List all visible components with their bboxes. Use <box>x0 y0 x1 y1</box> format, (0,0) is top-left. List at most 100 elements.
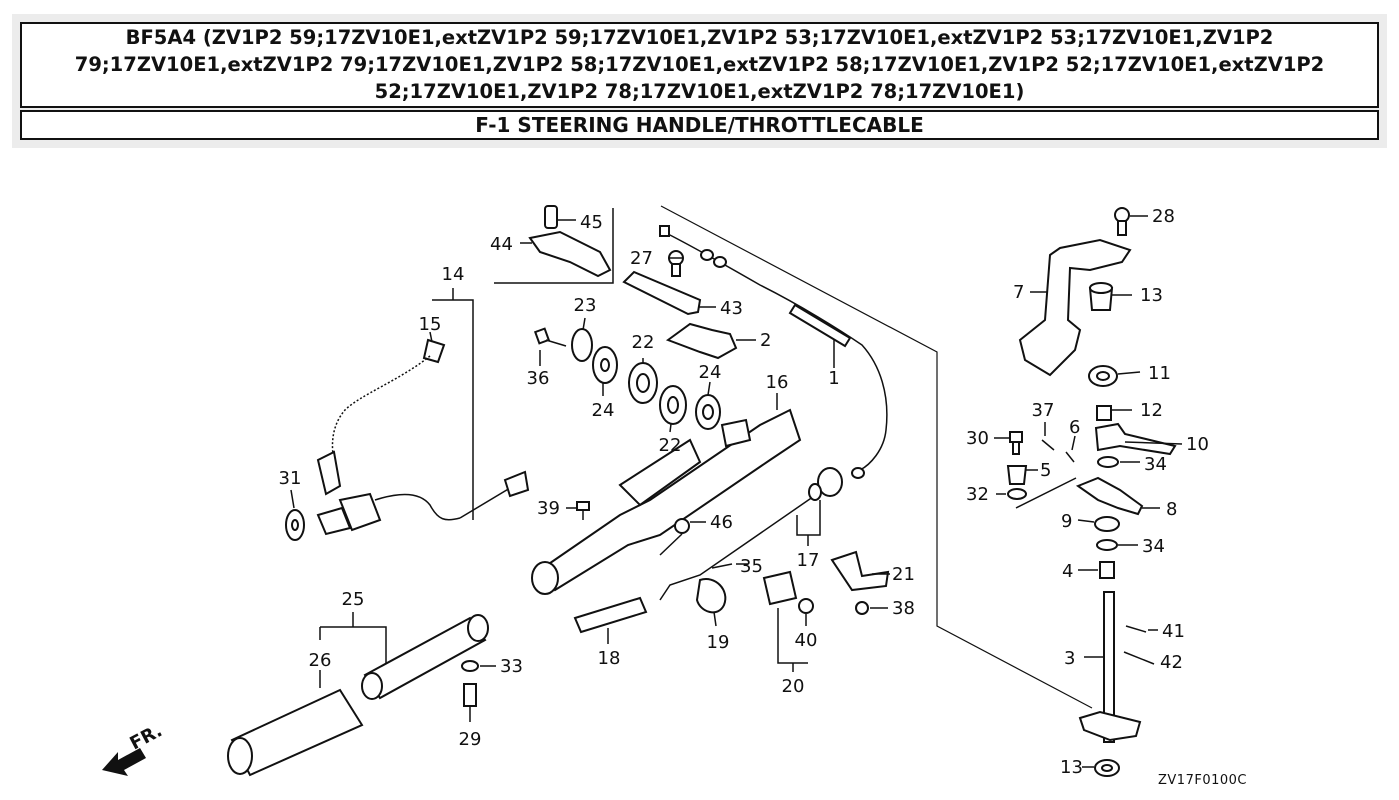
diagram-code: ZV17F0100C <box>1158 773 1247 788</box>
label-part-11: 11 <box>1148 363 1171 384</box>
bracket-14 <box>432 299 474 520</box>
label-part-30: 30 <box>966 428 989 449</box>
label-part-21: 21 <box>892 564 915 585</box>
part-37-screw <box>1041 422 1055 451</box>
section-title: F-1 STEERING HANDLE/THROTTLECABLE <box>20 110 1379 140</box>
label-part-25: 25 <box>342 589 365 610</box>
part-40-nut <box>798 598 814 626</box>
label-part-39: 39 <box>537 498 560 519</box>
part-34-washer-a <box>1097 456 1140 468</box>
label-part-12: 12 <box>1140 400 1163 421</box>
part-31-nut <box>285 489 305 541</box>
part-33-washer <box>461 660 496 672</box>
label-part-34-upper: 34 <box>1144 454 1167 475</box>
label-part-32: 32 <box>966 484 989 505</box>
label-part-20: 20 <box>782 676 805 697</box>
label-part-35: 35 <box>740 556 763 577</box>
label-part-7: 7 <box>1013 282 1024 303</box>
part-14-switch <box>316 470 530 536</box>
part-1-throttle-cable <box>659 225 888 479</box>
label-part-24-upper: 24 <box>699 362 722 383</box>
part-29-bolt <box>463 683 477 722</box>
label-part-43: 43 <box>720 298 743 319</box>
label-part-42: 42 <box>1160 652 1183 673</box>
label-part-9: 9 <box>1061 511 1072 532</box>
label-part-22-lower: 22 <box>659 435 682 456</box>
label-part-15: 15 <box>419 314 442 335</box>
label-part-2: 2 <box>760 330 771 351</box>
label-part-46: 46 <box>710 512 733 533</box>
part-6-spring <box>1065 435 1076 463</box>
part-46-nut <box>659 518 706 556</box>
part-32-washer <box>996 488 1027 500</box>
label-part-13-lower: 13 <box>1060 757 1083 778</box>
part-18-plate <box>573 596 648 644</box>
part-30-bolt <box>994 431 1023 455</box>
part-10-lever <box>1094 422 1183 456</box>
label-part-31: 31 <box>279 468 302 489</box>
part-26-grip <box>227 670 364 777</box>
label-part-45: 45 <box>580 212 603 233</box>
label-part-17: 17 <box>797 550 820 571</box>
label-part-37: 37 <box>1032 400 1055 421</box>
label-part-16: 16 <box>766 372 789 393</box>
part-41-pin <box>1125 625 1158 633</box>
part-4-spring <box>1078 561 1115 579</box>
label-part-1: 1 <box>828 368 839 389</box>
part-45-clip <box>544 205 576 229</box>
label-part-36: 36 <box>527 368 550 389</box>
part-24-washer-b <box>695 381 721 430</box>
part-23-plate <box>571 317 593 362</box>
part-22-gear-b <box>659 385 687 433</box>
model-title: BF5A4 (ZV1P2 59;17ZV10E1,extZV1P2 59;17Z… <box>20 22 1379 108</box>
bracket-25 <box>320 626 387 680</box>
header-panel: BF5A4 (ZV1P2 59;17ZV10E1,extZV1P2 59;17Z… <box>12 14 1387 148</box>
part-20-friction <box>762 570 808 672</box>
label-part-23: 23 <box>574 295 597 316</box>
part-38-bolt <box>855 601 888 615</box>
front-direction-label: FR. <box>126 720 165 754</box>
label-part-22-upper: 22 <box>632 332 655 353</box>
part-43-plate <box>622 270 716 316</box>
part-28-bolt <box>1114 207 1148 236</box>
part-13-collar-b <box>1082 759 1120 777</box>
part-12-collar <box>1096 405 1132 421</box>
part-36-screw <box>533 327 567 366</box>
front-direction-arrow <box>102 748 146 776</box>
leader-30-8 <box>1015 477 1077 509</box>
label-part-13-upper: 13 <box>1140 285 1163 306</box>
label-part-14: 14 <box>442 264 465 285</box>
label-part-4: 4 <box>1062 561 1073 582</box>
part-42-pin <box>1123 651 1155 665</box>
part-16-steering-handle <box>531 393 802 595</box>
part-7-bracket <box>1018 238 1132 377</box>
part-22-gear-a <box>628 358 658 404</box>
part-21-bracket <box>830 550 890 592</box>
label-part-27: 27 <box>630 248 653 269</box>
part-8-arm <box>1075 476 1160 516</box>
part-39-screw <box>566 501 590 520</box>
part-19-knob <box>695 578 727 627</box>
label-part-8: 8 <box>1166 499 1177 520</box>
part-35-pin <box>711 563 748 569</box>
inset-frame <box>494 208 614 284</box>
part-9-spring <box>1077 516 1120 532</box>
label-part-29: 29 <box>459 729 482 750</box>
part-13-collar-a <box>1088 282 1132 311</box>
part-44-bracket <box>520 230 612 278</box>
label-part-41: 41 <box>1162 621 1185 642</box>
part-24-washer-a <box>592 346 618 396</box>
part-2-clamp <box>665 322 756 360</box>
label-part-33: 33 <box>500 656 523 677</box>
part-17-throttle-shaft <box>659 467 843 601</box>
label-part-34-lower: 34 <box>1142 536 1165 557</box>
part-11-spring <box>1088 365 1141 387</box>
label-part-28: 28 <box>1152 206 1175 227</box>
label-part-19: 19 <box>707 632 730 653</box>
label-part-40: 40 <box>795 630 818 651</box>
part-15-cord <box>316 331 446 496</box>
part-27-bolt <box>668 250 684 277</box>
part-25-inner-tube <box>361 614 489 700</box>
part-3-shaft <box>1078 591 1142 743</box>
